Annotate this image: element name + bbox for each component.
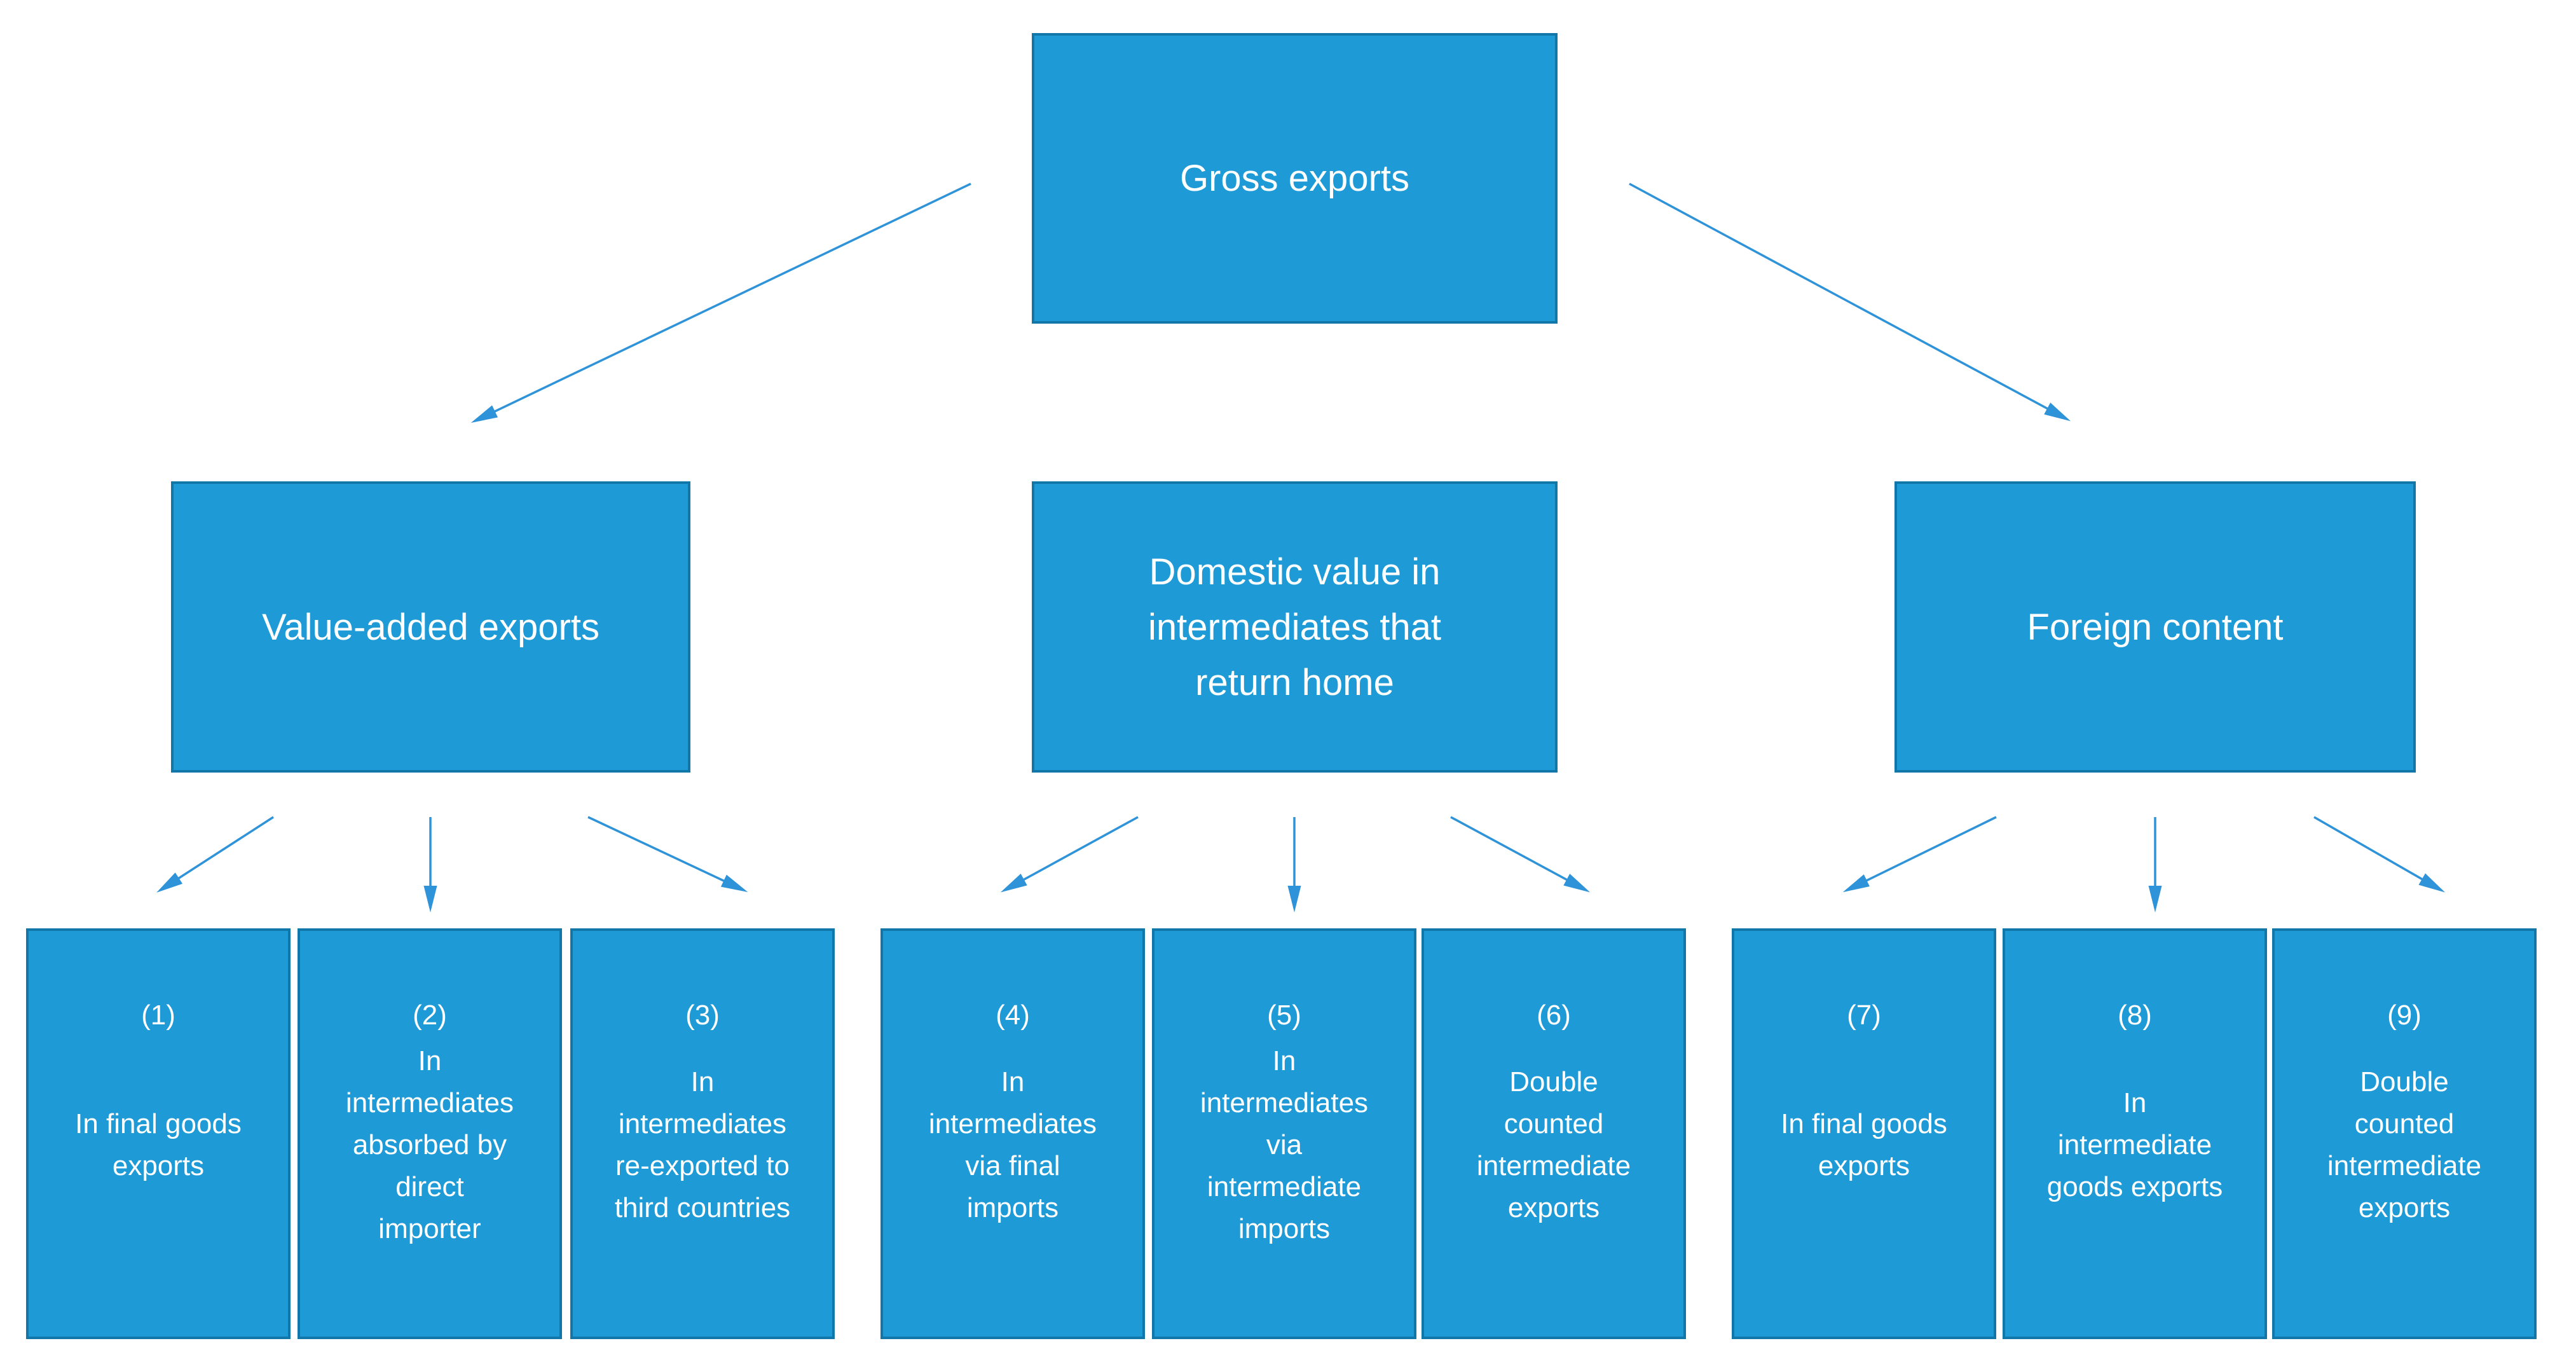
box-8-number: (8) [2118,1000,2152,1031]
box-foreign-content-label: Foreign content [2027,606,2284,648]
box-gross-exports: Gross exports [1032,33,1558,324]
box-1-final-goods-exports: (1) In final goods exports [26,928,291,1339]
box-domestic-value-returning-label: Domestic value in intermediates that ret… [1148,551,1442,703]
box-2-number: (2) [413,1000,447,1031]
box-9-number: (9) [2387,1000,2422,1031]
box-6-label: Double counted intermediate exports [1476,1066,1631,1223]
box-5-label: In intermediates via intermediate import… [1200,1045,1369,1244]
box-3-intermediates-reexported: (3) In intermediates re-exported to thir… [570,928,835,1339]
arrow-value-added-to-box3 [587,816,748,892]
arrow-root-to-foreign-content [1629,182,2071,422]
arrow-foreign-content-to-box7 [1842,816,1997,893]
box-2-intermediates-absorbed: (2) In intermediates absorbed by direct … [298,928,562,1339]
box-domestic-value-returning: Domestic value in intermediates that ret… [1032,481,1558,773]
box-value-added-exports-label: Value-added exports [262,606,599,648]
arrow-domestic-value-to-box4 [1000,816,1139,893]
arrow-value-added-to-box1 [156,816,274,893]
box-7-final-goods-exports: (7) In final goods exports [1732,928,1996,1339]
arrow-foreign-content-to-box9 [2313,816,2446,893]
box-1-number: (1) [141,1000,175,1031]
box-4-intermediates-via-final-imports: (4) In intermediates via final imports [880,928,1145,1339]
box-1-label: In final goods exports [75,1108,242,1181]
arrow-root-to-value-added [470,182,971,423]
box-foreign-content: Foreign content [1894,481,2416,773]
box-9-double-counted-exports: (9) Double counted intermediate exports [2272,928,2537,1339]
box-4-label: In intermediates via final imports [928,1066,1097,1223]
box-5-intermediates-via-intermediate-imports: (5) In intermediates via intermediate im… [1152,928,1416,1339]
box-4-number: (4) [996,1000,1030,1031]
box-3-number: (3) [685,1000,720,1031]
arrow-domestic-value-to-box6 [1450,816,1591,893]
box-7-number: (7) [1847,1000,1881,1031]
box-9-label: Double counted intermediate exports [2327,1066,2482,1223]
box-6-double-counted-exports: (6) Double counted intermediate exports [1422,928,1686,1339]
box-6-number: (6) [1537,1000,1571,1031]
box-3-label: In intermediates re-exported to third co… [614,1066,791,1223]
box-2-label: In intermediates absorbed by direct impo… [345,1045,514,1244]
box-value-added-exports: Value-added exports [171,481,690,773]
box-gross-exports-label: Gross exports [1180,158,1409,199]
box-8-intermediate-goods-exports: (8) In intermediate goods exports [2003,928,2267,1339]
box-5-number: (5) [1267,1000,1301,1031]
box-7-label: In final goods exports [1781,1108,1947,1181]
box-8-label: In intermediate goods exports [2046,1087,2223,1202]
